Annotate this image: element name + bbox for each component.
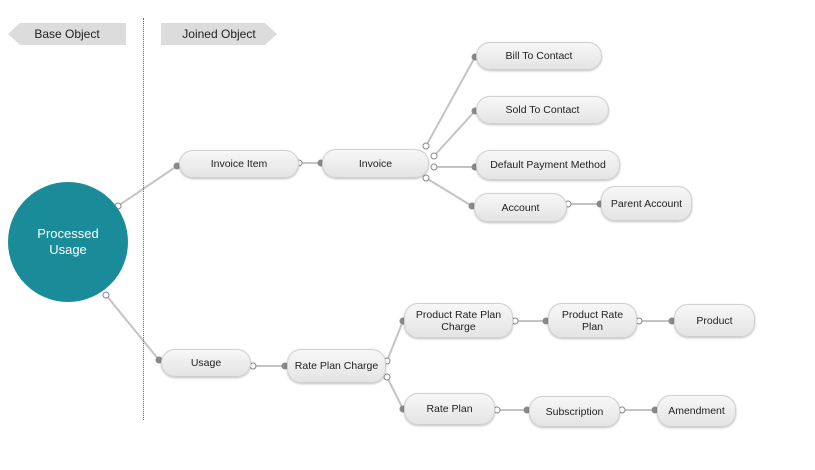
link-invoice-sold-to bbox=[433, 110, 476, 157]
node-parent-account[interactable]: Parent Account bbox=[601, 186, 692, 221]
link-invoice-bill-to bbox=[425, 56, 476, 147]
node-rate-plan[interactable]: Rate Plan bbox=[404, 393, 495, 425]
link-rpc-rate-plan bbox=[386, 376, 404, 410]
node-default-payment-method[interactable]: Default Payment Method bbox=[476, 150, 620, 180]
node-amendment[interactable]: Amendment bbox=[657, 395, 736, 427]
node-product-rate-plan[interactable]: Product Rate Plan bbox=[548, 303, 637, 338]
section-divider bbox=[143, 18, 144, 420]
base-object-label: Processed Usage bbox=[37, 226, 99, 257]
link-center-usage bbox=[105, 294, 160, 361]
node-usage[interactable]: Usage bbox=[161, 349, 251, 377]
base-object-header: Base Object bbox=[8, 23, 126, 45]
node-invoice-item[interactable]: Invoice Item bbox=[179, 150, 299, 178]
node-account[interactable]: Account bbox=[474, 193, 567, 222]
node-bill-to-contact[interactable]: Bill To Contact bbox=[476, 42, 602, 70]
link-rpc-prpc bbox=[386, 320, 404, 362]
link-center-invoice-item bbox=[117, 165, 178, 207]
link-invoice-account bbox=[425, 177, 473, 207]
node-invoice[interactable]: Invoice bbox=[322, 149, 429, 178]
base-object-node[interactable]: Processed Usage bbox=[8, 182, 128, 302]
node-subscription[interactable]: Subscription bbox=[529, 396, 620, 427]
node-rate-plan-charge[interactable]: Rate Plan Charge bbox=[287, 349, 386, 383]
node-sold-to-contact[interactable]: Sold To Contact bbox=[476, 96, 609, 124]
node-product[interactable]: Product bbox=[674, 304, 755, 337]
node-product-rate-plan-charge[interactable]: Product Rate Plan Charge bbox=[404, 303, 513, 338]
joined-object-header: Joined Object bbox=[161, 23, 277, 45]
